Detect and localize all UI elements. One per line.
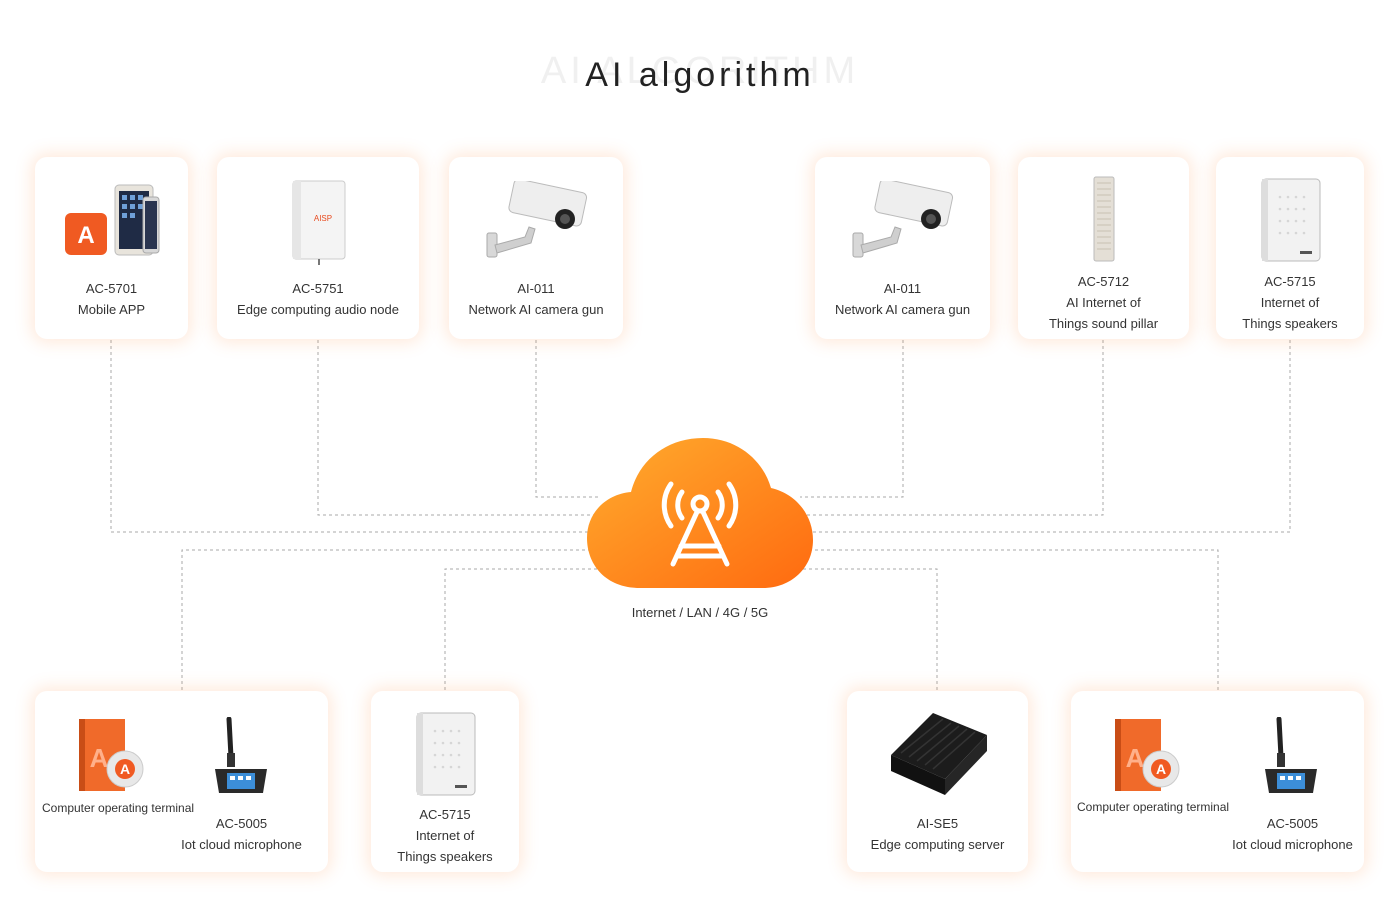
card-caption: AI-011 Network AI camera gun [815, 278, 990, 320]
link-ai011-right [800, 340, 904, 498]
svg-text:A: A [90, 743, 109, 773]
microphone-icon [1265, 717, 1317, 793]
card-ac5715-bottom[interactable]: AC-5715 Internet of Things speakers [371, 691, 519, 872]
link-ac5712 [800, 340, 1104, 516]
model-label: AC-5751 [292, 281, 344, 296]
title-watermark: AI ALGORITHM [540, 50, 860, 92]
page-title: AI algorithm [585, 56, 815, 94]
cloud-icon [587, 438, 813, 588]
link-aise5 [800, 568, 938, 690]
link-terminal-right [810, 549, 1219, 690]
card-terminal-left[interactable]: A A Computer operating terminal AC-5005 … [35, 691, 328, 872]
mobile-app-icon: A [65, 184, 160, 256]
card-caption: AC-5005 Iot cloud microphone [155, 813, 328, 855]
title-area: AI ALGORITHM AI algorithm [0, 50, 1400, 110]
model-label: AC-5715 [419, 807, 471, 822]
camera-icon [486, 181, 588, 258]
desc-label: Edge computing server [870, 837, 1005, 852]
svg-text:A: A [77, 222, 94, 249]
microphone-icon [215, 717, 267, 793]
model-label: AC-5701 [85, 281, 138, 296]
card-caption: AC-5712 AI Internet of Things sound pill… [1018, 271, 1189, 334]
terminal-label: Computer operating terminal [1077, 800, 1230, 814]
model-label: AI-011 [517, 281, 555, 296]
card-caption: AC-5005 Iot cloud microphone [1221, 813, 1364, 855]
card-ai011-right[interactable]: AI-011 Network AI camera gun [815, 157, 990, 339]
card-aise5[interactable]: AI-SE5 Edge computing server [847, 691, 1028, 872]
desc-label: Edge computing audio node [237, 302, 399, 317]
model-label: AI-SE5 [916, 816, 959, 831]
desc-label-2: Things speakers [1242, 316, 1338, 331]
link-terminal-left [181, 549, 590, 690]
speaker-icon [1261, 178, 1321, 262]
model-label: AC-5712 [1077, 274, 1130, 289]
card-caption: AC-5751 Edge computing audio node [217, 278, 419, 320]
software-box-icon: A A [1115, 719, 1180, 791]
card-caption: AI-SE5 Edge computing server [847, 813, 1028, 855]
card-caption: AC-5715 Internet of Things speakers [1216, 271, 1364, 334]
link-ac5715-top [810, 340, 1291, 533]
card-caption: AC-5701 Mobile APP [35, 278, 188, 320]
desc-label: Iot cloud microphone [1232, 837, 1353, 852]
audio-node-icon: AISP [292, 180, 346, 265]
card-ai011-left[interactable]: AI-011 Network AI camera gun [449, 157, 623, 339]
desc-label: Internet of [1260, 295, 1320, 310]
svg-text:A: A [120, 761, 130, 777]
network-label: Internet / LAN / 4G / 5G [631, 605, 769, 620]
card-caption: AC-5715 Internet of Things speakers [371, 804, 519, 867]
software-box-icon: A A [79, 719, 144, 791]
link-ai011-left [535, 340, 600, 498]
model-label: AC-5005 [1266, 816, 1319, 831]
card-terminal-right[interactable]: A A Computer operating terminal AC-5005 … [1071, 691, 1364, 872]
link-ac5701 [110, 340, 590, 533]
desc-label: Mobile APP [77, 302, 146, 317]
model-label: AI-011 [883, 281, 922, 296]
card-ac5751[interactable]: AISP AC-5751 Edge computing audio node [217, 157, 419, 339]
camera-icon [852, 181, 954, 258]
card-caption: AI-011 Network AI camera gun [449, 278, 623, 320]
desc-label: AI Internet of [1066, 295, 1141, 310]
svg-text:A: A [1126, 743, 1145, 773]
card-ac5701[interactable]: A AC-5701 Mobile APP [35, 157, 188, 339]
sound-pillar-icon [1093, 176, 1115, 262]
speaker-icon [416, 712, 476, 796]
desc-label: Internet of [415, 828, 475, 843]
link-ac5751 [317, 340, 600, 516]
svg-text:AISP: AISP [314, 214, 332, 223]
desc-label: Iot cloud microphone [181, 837, 302, 852]
server-icon [891, 713, 987, 795]
card-ac5712[interactable]: AC-5712 AI Internet of Things sound pill… [1018, 157, 1189, 339]
antenna-icon [661, 481, 739, 567]
model-label: AC-5715 [1264, 274, 1316, 289]
card-ac5715-top[interactable]: AC-5715 Internet of Things speakers [1216, 157, 1364, 339]
desc-label-2: Things speakers [397, 849, 493, 864]
link-ac5715-bottom [444, 568, 600, 690]
model-label: AC-5005 [215, 816, 268, 831]
terminal-label: Computer operating terminal [42, 801, 195, 815]
desc-label: Network AI camera gun [468, 302, 604, 317]
desc-label: Network AI camera gun [834, 302, 971, 317]
desc-label-2: Things sound pillar [1048, 316, 1159, 331]
svg-text:A: A [1156, 761, 1166, 777]
